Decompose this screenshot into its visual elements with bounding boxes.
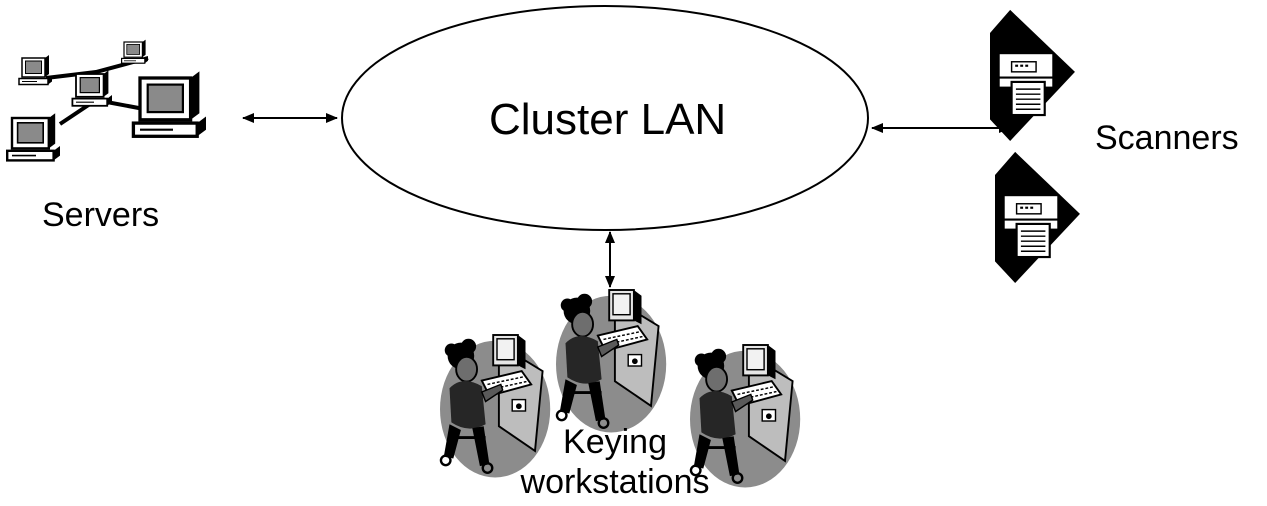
scanner-icon <box>993 150 1082 285</box>
cluster-lan-label: Cluster LAN <box>489 95 727 144</box>
cluster-lan-hub <box>341 5 869 231</box>
scanners-label: Scanners <box>1095 119 1239 157</box>
keying-workstations-label: Keying workstations <box>490 422 740 502</box>
scanner-icon <box>988 8 1077 143</box>
person-at-workstation-icon <box>554 288 668 434</box>
networked-computers-icon <box>5 38 208 162</box>
keying-label-line1: Keying <box>563 423 667 461</box>
keying-label-line2: workstations <box>520 463 710 501</box>
servers-label: Servers <box>42 196 160 234</box>
